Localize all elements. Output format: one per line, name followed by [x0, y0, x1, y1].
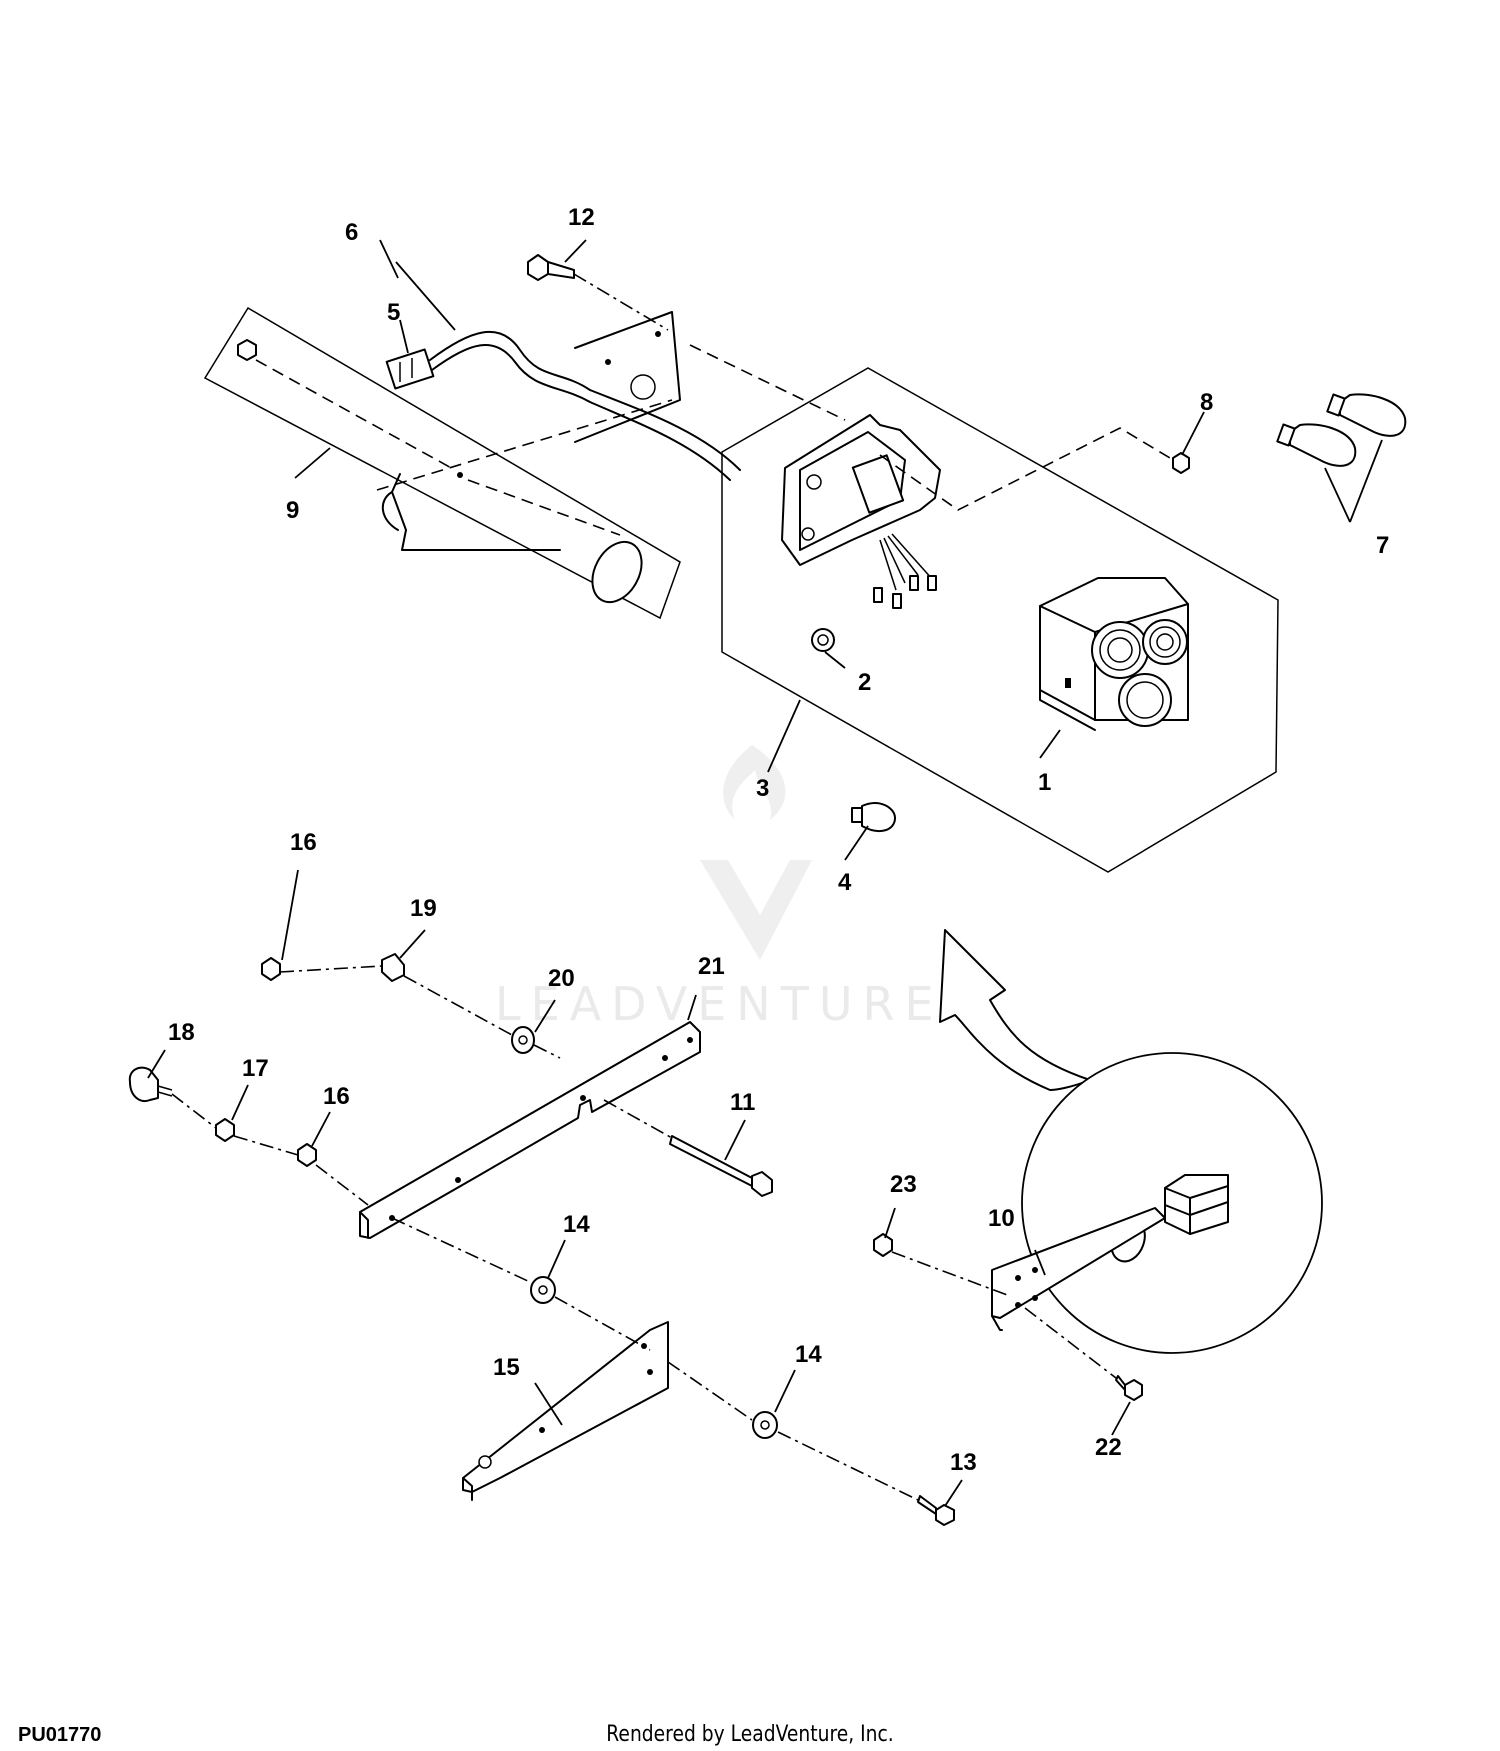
callout-13: 13 [950, 1449, 977, 1476]
callout-8: 8 [1200, 389, 1213, 416]
callout-21: 21 [698, 953, 725, 980]
part-1-lamp [1039, 577, 1189, 731]
callout-9: 9 [286, 497, 299, 524]
callout-18: 18 [168, 1019, 195, 1046]
callouts: 1 2 3 4 5 6 7 8 9 10 11 12 13 14 14 15 1… [168, 204, 1389, 1476]
figure-code: PU01770 [18, 1724, 102, 1746]
callout-11: 11 [730, 1089, 755, 1116]
part-18-17-16-hardware [128, 1066, 369, 1206]
part-14-13-hardware [391, 1217, 955, 1526]
render-credit: Rendered by LeadVenture, Inc. [606, 1722, 894, 1747]
detail-circle [1021, 1052, 1323, 1354]
part-12-bolt [527, 254, 846, 421]
callout-3: 3 [756, 775, 769, 802]
callout-14b: 14 [795, 1341, 822, 1368]
leadventure-watermark: LEADVENTURE [495, 745, 944, 1031]
part-15-bracket [462, 1321, 669, 1501]
leader-lines [147, 239, 1383, 1507]
callout-4: 4 [838, 869, 852, 896]
callout-17: 17 [242, 1055, 269, 1082]
callout-10: 10 [988, 1205, 1015, 1232]
svg-text:LEADVENTURE: LEADVENTURE [495, 977, 944, 1031]
callout-23: 23 [890, 1171, 917, 1198]
part-16-19-20-hardware [261, 953, 561, 1059]
part-7-bulbs [1276, 393, 1407, 467]
callout-15: 15 [493, 1354, 520, 1381]
part-10-bracket [873, 1207, 1166, 1401]
callout-20: 20 [548, 965, 575, 992]
callout-22: 22 [1095, 1434, 1122, 1461]
callout-16a: 16 [290, 829, 317, 856]
callout-12: 12 [568, 204, 595, 231]
detail-arrow [939, 929, 1091, 1091]
part-4-bulb [851, 802, 896, 833]
callout-7: 7 [1376, 532, 1389, 559]
part-5-6-harness [385, 331, 741, 481]
part-21-bracket [359, 1021, 701, 1239]
callout-2: 2 [858, 669, 871, 696]
callout-6: 6 [345, 219, 358, 246]
part-3-light-assembly-box [721, 367, 1279, 873]
callout-14a: 14 [563, 1211, 590, 1238]
part-9-tube-bracket [203, 306, 681, 620]
part-11-bolt [603, 1099, 773, 1197]
callout-16b: 16 [323, 1083, 350, 1110]
callout-1: 1 [1038, 769, 1051, 796]
callout-19: 19 [410, 895, 437, 922]
callout-5: 5 [387, 299, 400, 326]
